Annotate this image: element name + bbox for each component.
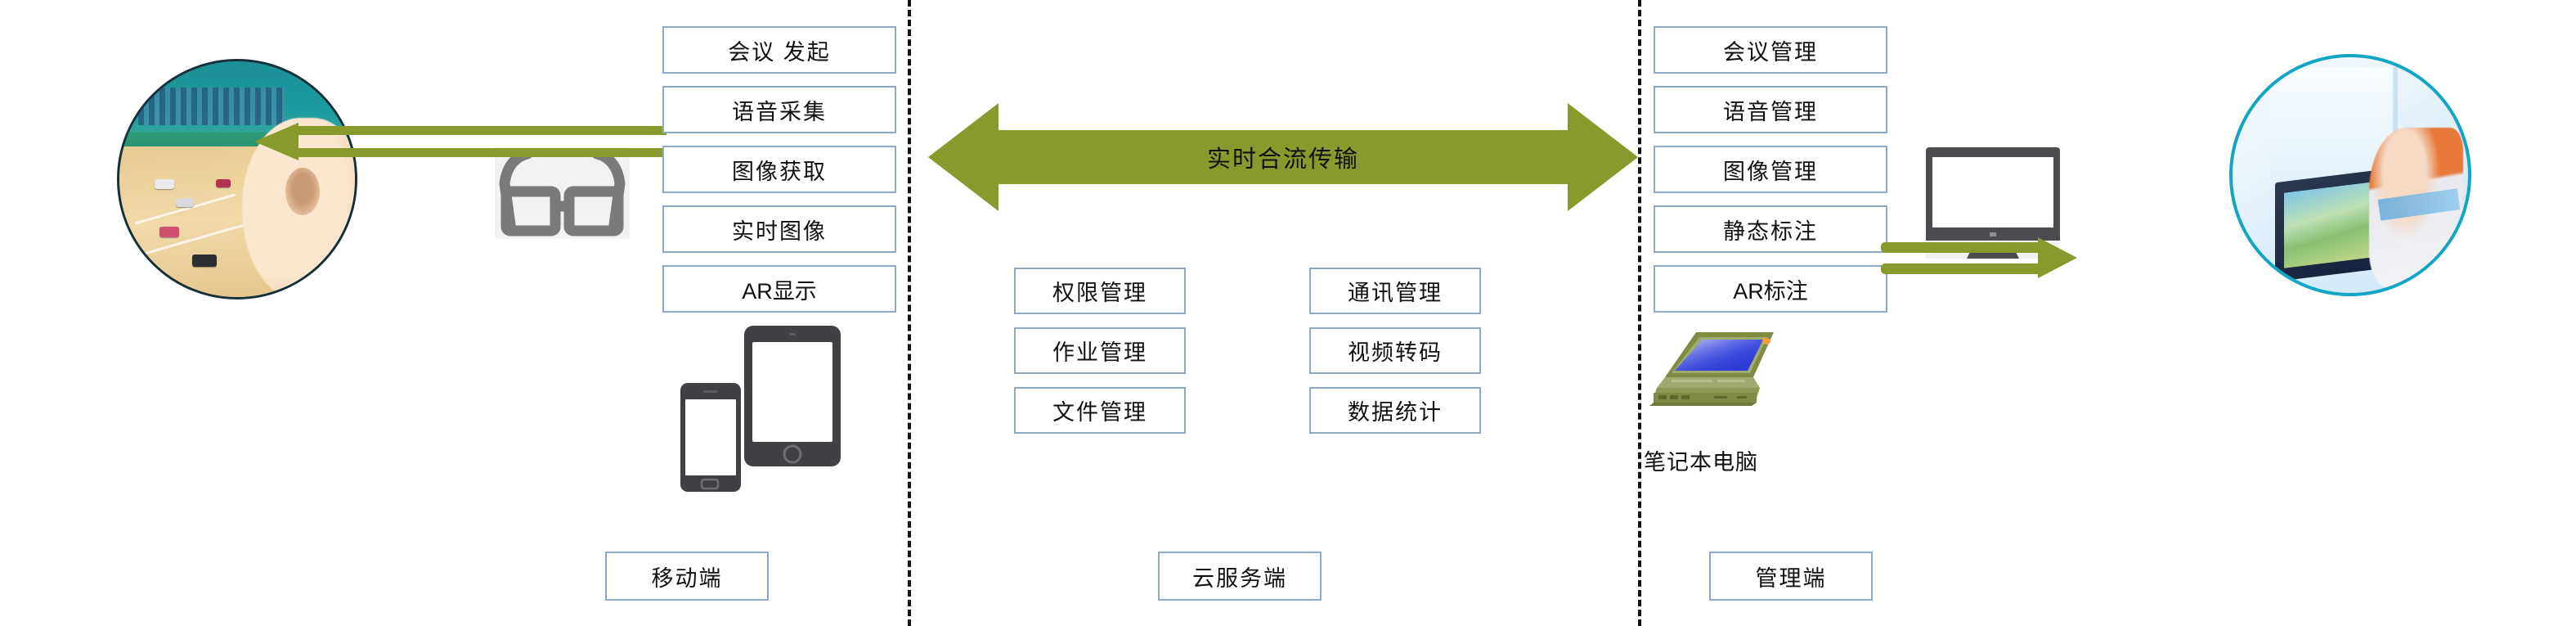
- mobile-item-0-label: 会议 发起: [728, 39, 831, 65]
- cloud-right-item-1[interactable]: 视频转码: [1309, 327, 1481, 374]
- admin-item-3[interactable]: 静态标注: [1654, 205, 1887, 253]
- cloud-right-item-1-label: 视频转码: [1348, 340, 1443, 365]
- cloud-right-item-0-label: 通讯管理: [1348, 281, 1443, 305]
- cloud-left-item-1-label: 作业管理: [1052, 340, 1147, 365]
- footer-admin: 管理端: [1709, 552, 1873, 601]
- mobile-item-3[interactable]: 实时图像: [662, 205, 896, 253]
- cloud-left-item-2-label: 文件管理: [1052, 400, 1147, 425]
- mobile-item-0[interactable]: 会议 发起: [662, 26, 896, 74]
- cloud-left-item-2[interactable]: 文件管理: [1014, 387, 1186, 434]
- divider-cloud-admin: [1638, 0, 1641, 626]
- realtime-stream-arrow: [928, 103, 1638, 211]
- admin-item-4[interactable]: AR标注: [1654, 265, 1887, 313]
- cloud-left-item-1[interactable]: 作业管理: [1014, 327, 1186, 374]
- admin-item-4-label: AR标注: [1733, 278, 1808, 304]
- admin-item-3-label: 静态标注: [1723, 218, 1818, 244]
- cloud-right-item-0[interactable]: 通讯管理: [1309, 268, 1481, 314]
- photo-car: [216, 179, 231, 187]
- admin-item-2[interactable]: 图像管理: [1654, 146, 1887, 193]
- footer-cloud: 云服务端: [1158, 552, 1322, 601]
- ar-annotation-forward-arrow: [1881, 236, 2087, 278]
- laptop-icon: [1647, 331, 1778, 411]
- footer-mobile: 移动端: [605, 552, 769, 601]
- smartphone-icon: [680, 383, 741, 492]
- cloud-right-item-2[interactable]: 数据统计: [1309, 387, 1481, 434]
- photo-buildings: [138, 87, 285, 125]
- ar-display-return-arrow: [248, 123, 666, 165]
- admin-item-1[interactable]: 语音管理: [1654, 86, 1887, 133]
- admin-item-1-label: 语音管理: [1723, 99, 1818, 124]
- footer-admin-label: 管理端: [1755, 565, 1827, 591]
- laptop-label: 笔记本电脑: [1644, 450, 1758, 475]
- mobile-item-4-label: AR显示: [742, 278, 817, 304]
- photo-car: [155, 179, 175, 189]
- divider-mobile-cloud: [908, 0, 911, 626]
- mobile-item-3-label: 实时图像: [732, 218, 827, 244]
- mobile-item-1[interactable]: 语音采集: [662, 86, 896, 133]
- admin-item-0[interactable]: 会议管理: [1654, 26, 1887, 74]
- admin-item-0-label: 会议管理: [1723, 39, 1818, 65]
- mobile-item-4[interactable]: AR显示: [662, 265, 896, 313]
- tablet-icon: [744, 326, 841, 466]
- photo-car: [176, 198, 195, 208]
- field-worker-photo: [117, 59, 357, 299]
- footer-mobile-label: 移动端: [651, 565, 723, 591]
- photo-person-ear: [285, 167, 320, 215]
- cloud-left-item-0-label: 权限管理: [1052, 281, 1147, 305]
- expert-operator-photo: [2229, 54, 2471, 296]
- mobile-item-1-label: 语音采集: [732, 99, 827, 124]
- footer-cloud-label: 云服务端: [1192, 565, 1287, 591]
- photo-car: [192, 254, 218, 268]
- mobile-item-2[interactable]: 图像获取: [662, 146, 896, 193]
- admin-item-2-label: 图像管理: [1723, 159, 1818, 184]
- cloud-left-item-0[interactable]: 权限管理: [1014, 268, 1186, 314]
- cloud-right-item-2-label: 数据统计: [1348, 400, 1443, 425]
- mobile-devices-icons: [680, 326, 844, 494]
- mobile-item-2-label: 图像获取: [732, 159, 827, 184]
- photo-car: [159, 226, 179, 237]
